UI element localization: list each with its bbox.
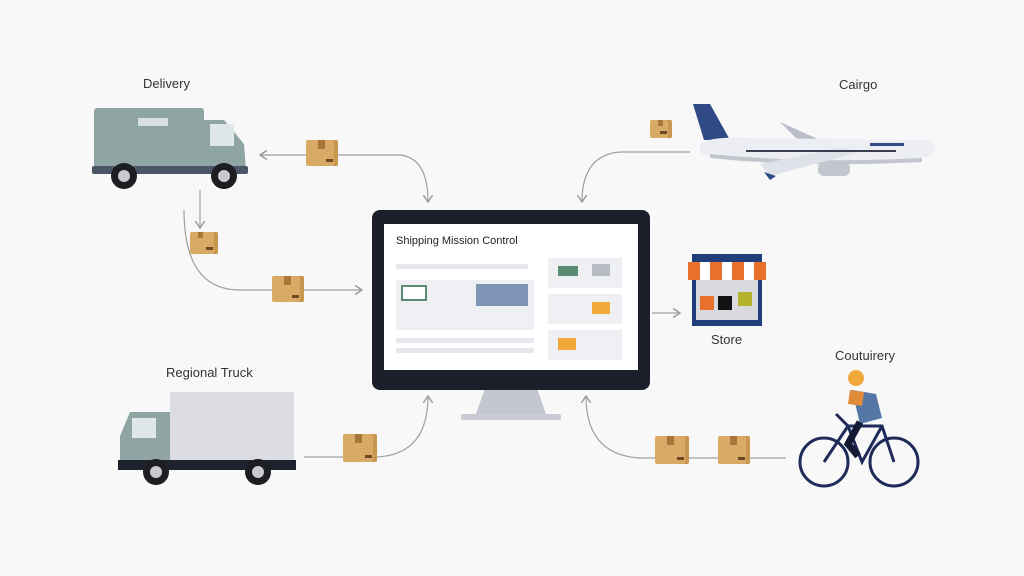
package-icon	[650, 120, 672, 138]
orange-tag	[558, 338, 576, 350]
mission-control-monitor: Shipping Mission Control	[372, 210, 650, 390]
package-icon	[272, 276, 304, 302]
bicycle-courier-icon	[798, 370, 920, 488]
map-panel	[396, 280, 534, 330]
airplane-icon	[693, 104, 936, 180]
placeholder-bar	[396, 264, 528, 269]
regional-truck-label: Regional Truck	[166, 365, 253, 380]
table-row	[396, 348, 534, 353]
delivery-van-icon	[92, 108, 248, 189]
package-icon	[306, 140, 338, 166]
cargo-label: Cairgo	[839, 77, 878, 92]
green-tag	[558, 266, 578, 276]
package-icon	[655, 436, 689, 464]
dashboard-title: Shipping Mission Control	[396, 235, 518, 247]
package-icon	[190, 232, 218, 254]
alert-card	[548, 294, 622, 324]
box-truck-icon	[118, 392, 296, 485]
table-row	[396, 338, 534, 343]
shipment-card	[401, 285, 427, 301]
orange-tag	[592, 302, 610, 314]
storefront-icon	[688, 254, 766, 326]
dashboard-screen: Shipping Mission Control	[384, 224, 638, 370]
store-label: Store	[711, 332, 743, 347]
package-icon	[718, 436, 750, 464]
map-thumbnail	[476, 284, 528, 306]
gray-tag	[592, 264, 610, 276]
monitor-base	[461, 414, 561, 420]
package-icon	[343, 434, 377, 462]
alert-card	[548, 330, 622, 360]
status-card	[548, 258, 622, 288]
monitor-stand	[476, 390, 546, 414]
delivery-label: Delivery	[143, 76, 190, 91]
courier-label: Coutuirery	[835, 348, 895, 363]
